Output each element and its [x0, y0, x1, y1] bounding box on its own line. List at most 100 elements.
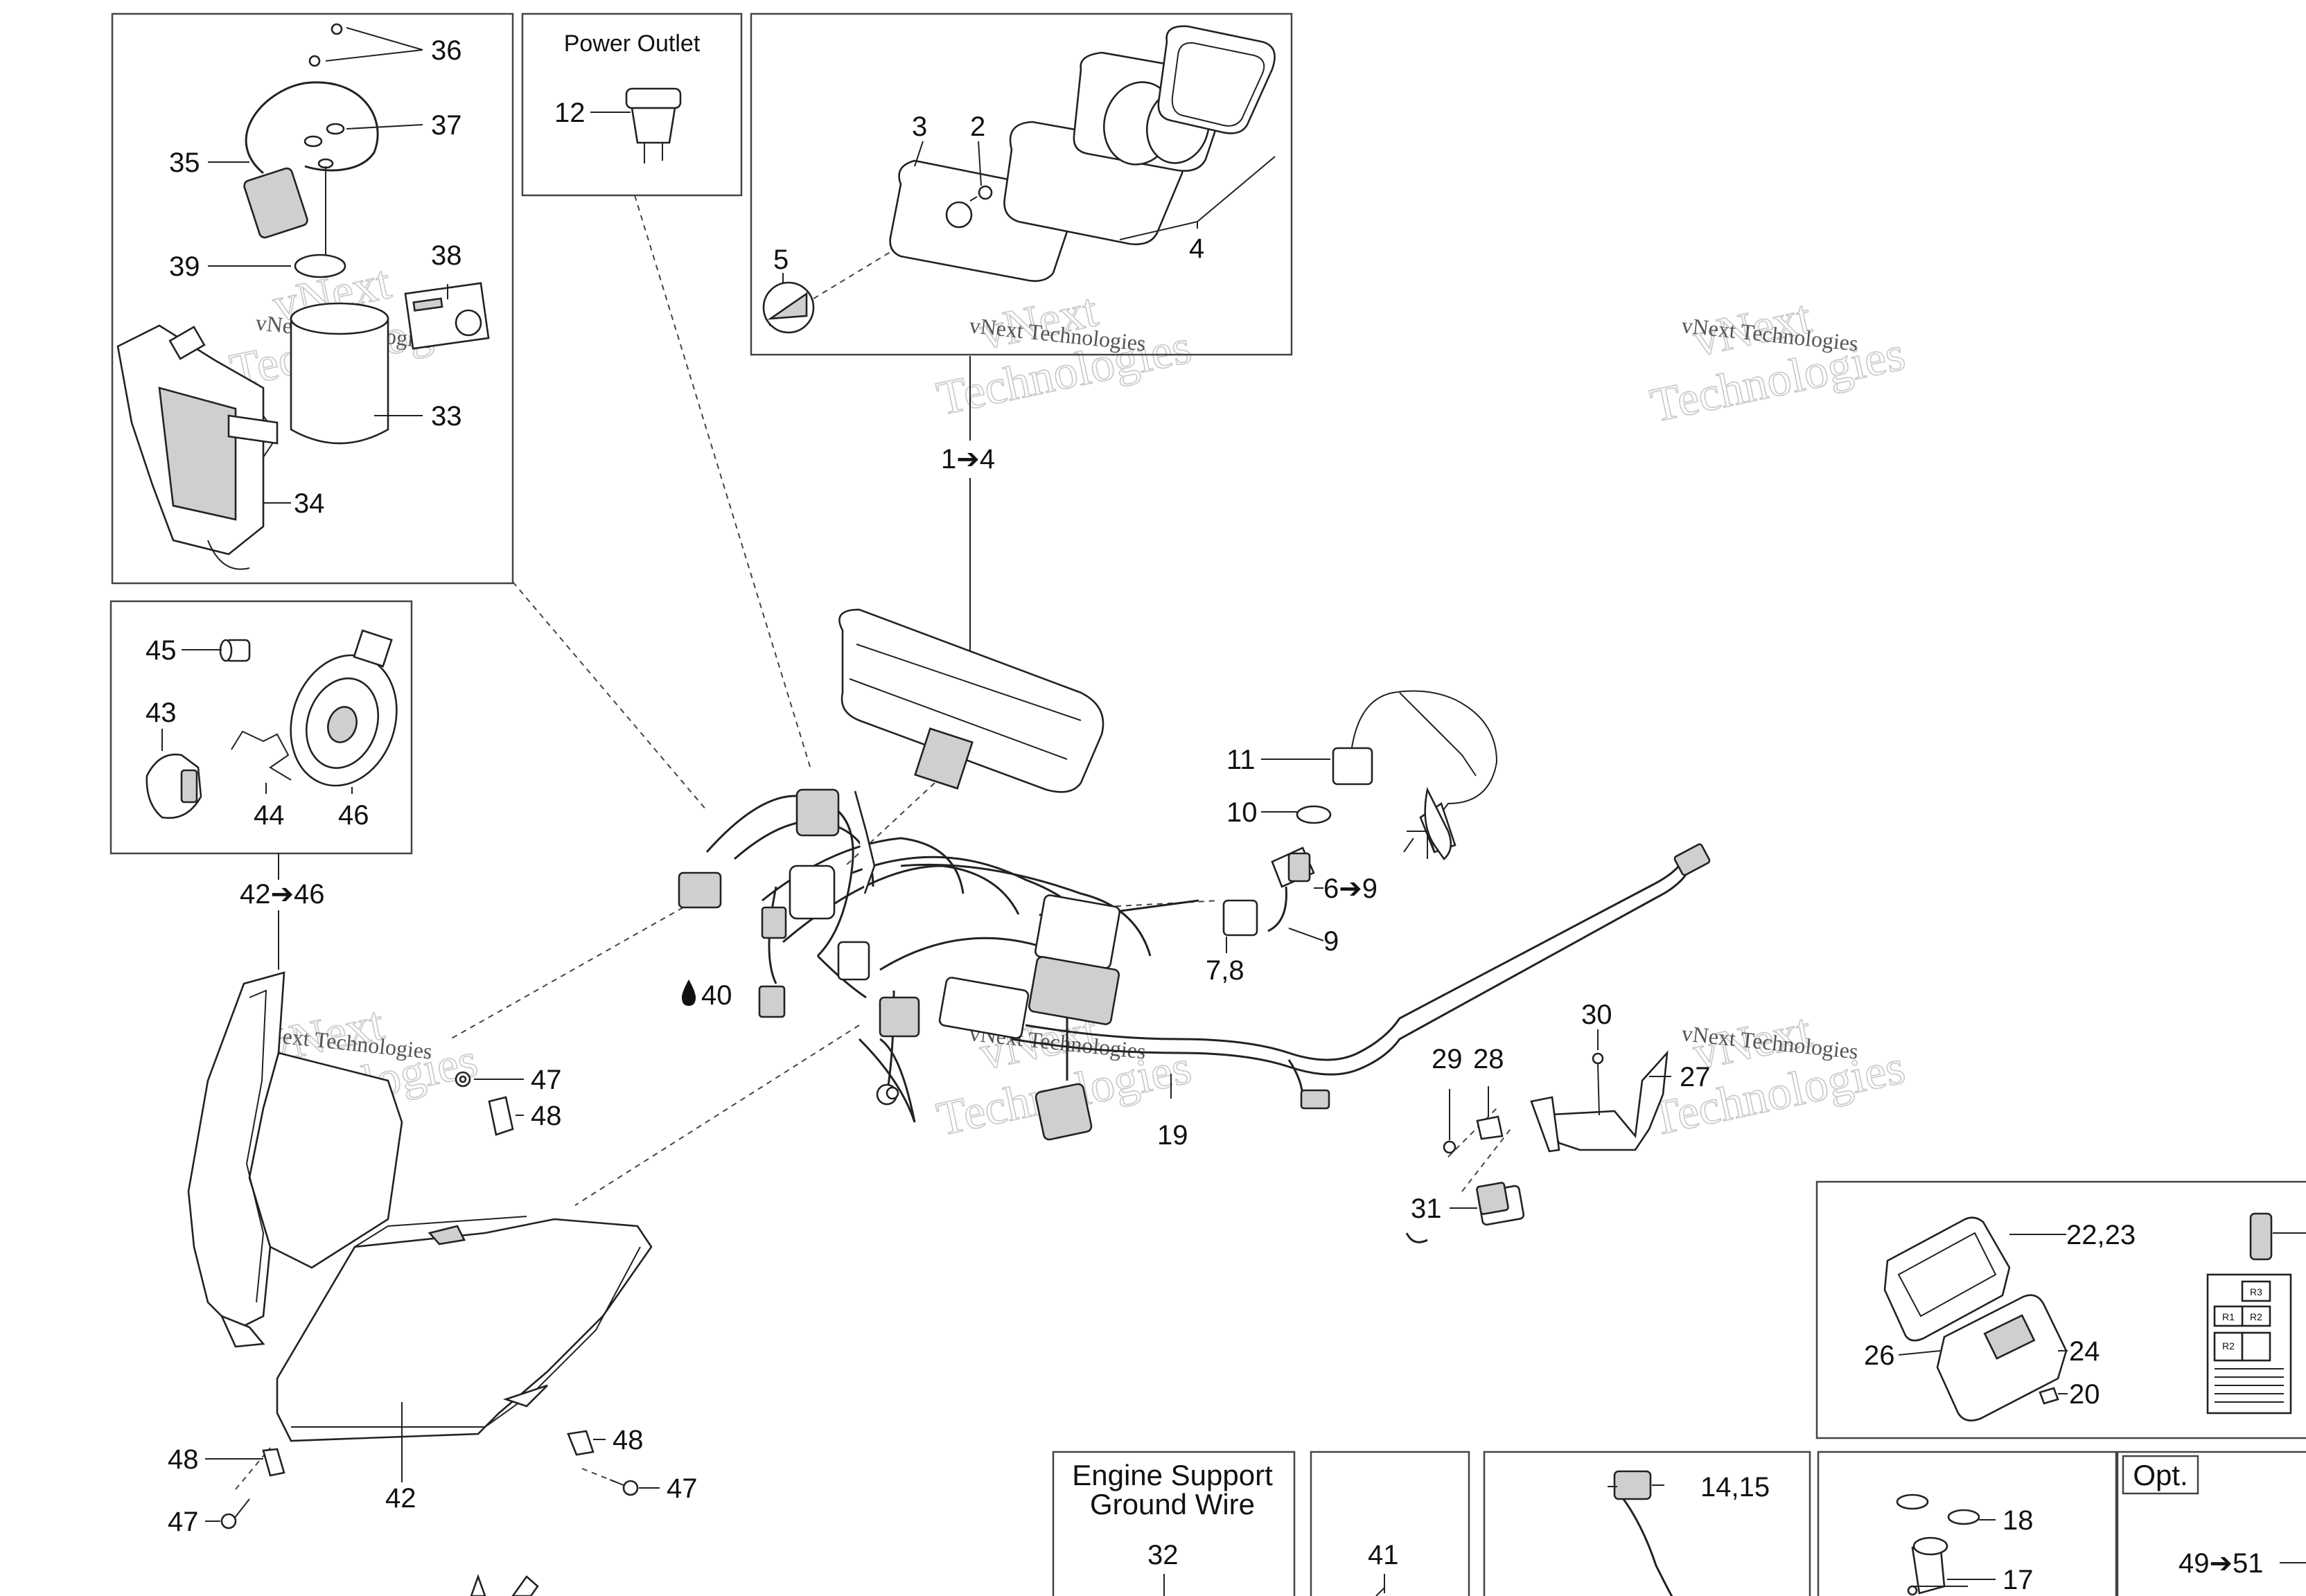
callout-4: 4 — [1189, 233, 1204, 264]
callout-1-4: 1➔4 — [941, 444, 995, 475]
callout-42: 42 — [385, 1483, 416, 1514]
connector-7-8 — [1222, 899, 1258, 937]
connector-40 — [678, 871, 722, 909]
screw-30 — [1592, 1052, 1604, 1065]
washer-18a — [1896, 1493, 1929, 1510]
callout-34: 34 — [294, 488, 325, 519]
callout-40: 40 — [701, 980, 732, 1011]
engine-support-title-line2: Ground Wire — [1090, 1488, 1255, 1520]
tether-switch-assembly — [1222, 690, 1498, 937]
callout-3: 3 — [912, 112, 927, 142]
callout-24: 24 — [2069, 1336, 2100, 1367]
headlight-housing-rear — [187, 971, 403, 1348]
screw-36a — [331, 23, 343, 35]
screw-2 — [978, 185, 993, 200]
callout-49-51: 49➔51 — [2179, 1548, 2264, 1579]
callout-33: 33 — [431, 401, 462, 432]
headlight-lens-42 — [276, 1216, 653, 1442]
callout-2: 2 — [970, 112, 985, 142]
fuse-label-1: R3 — [2250, 1286, 2262, 1297]
nut-48a — [488, 1096, 514, 1136]
screw-36b — [308, 55, 321, 67]
wiring-harness-19 — [705, 795, 1692, 1243]
clip-28 — [1476, 1115, 1504, 1140]
callout-27: 27 — [1680, 1062, 1711, 1092]
box-headlight-bulb — [109, 600, 413, 855]
callout-39: 39 — [169, 251, 200, 282]
callout-47a: 47 — [531, 1065, 562, 1095]
fuse-label-3: R1 — [2222, 1311, 2235, 1322]
power-outlet-title: Power Outlet — [564, 30, 701, 57]
callout-35: 35 — [169, 148, 200, 178]
callout-18: 18 — [2003, 1505, 2034, 1536]
callout-9: 9 — [1323, 926, 1339, 957]
box-gauge — [750, 12, 1293, 356]
callout-12: 12 — [554, 98, 586, 128]
callout-43: 43 — [146, 698, 177, 728]
fuse-box-assembly: R3 R2 R1 R2 — [1883, 1212, 2292, 1421]
callout-10: 10 — [1226, 797, 1258, 828]
callout-36: 36 — [431, 35, 462, 66]
socket-33 — [290, 317, 389, 445]
box-fuse-box — [1815, 1180, 2306, 1439]
callout-17: 17 — [2003, 1565, 2034, 1595]
box-part-14-15 — [1483, 1451, 1811, 1596]
instrument-cluster — [838, 608, 1104, 793]
callout-28: 28 — [1473, 1044, 1504, 1074]
fuse-label-4: R2 — [2222, 1340, 2235, 1351]
box-part-17-18 — [1817, 1451, 2118, 1596]
fuse-cover-22-23 — [1883, 1216, 2011, 1342]
callout-45: 45 — [146, 635, 177, 666]
callout-31: 31 — [1411, 1194, 1442, 1224]
fuse-20 — [2039, 1387, 2059, 1405]
callout-29: 29 — [1432, 1044, 1463, 1074]
callout-47c: 47 — [168, 1507, 199, 1537]
callout-37: 37 — [431, 110, 462, 141]
callout-48c: 48 — [613, 1425, 644, 1455]
clip-44 — [231, 730, 292, 781]
callout-7-8: 7,8 — [1206, 955, 1244, 986]
callout-30: 30 — [1581, 1000, 1612, 1030]
watermark-6: vNext Technologies — [1646, 1003, 1910, 1146]
callout-38: 38 — [431, 240, 462, 271]
callout-44: 44 — [254, 800, 285, 831]
gauge-assembly — [762, 25, 1276, 334]
connector-14-15 — [1613, 1470, 1652, 1500]
box-part-41 — [1310, 1451, 1470, 1596]
harness-connectors — [678, 788, 1711, 1141]
connector-35 — [243, 167, 308, 239]
watermark-3: vNext Technologies — [1646, 290, 1910, 433]
screw-47b — [220, 1513, 237, 1530]
fuse-base-24 — [1936, 1294, 2068, 1421]
callout-41: 41 — [1368, 1540, 1399, 1570]
headlight-bulb-assembly — [146, 629, 398, 819]
engine-support-title-line1: Engine Support — [1072, 1459, 1273, 1491]
accessory-socket-assembly — [116, 23, 490, 570]
washer-37b — [303, 135, 323, 148]
optional-tag: Opt. — [2133, 1459, 2188, 1491]
callout-32: 32 — [1147, 1540, 1179, 1570]
knob-11 — [1332, 747, 1373, 786]
callout-42-46: 42➔46 — [240, 879, 325, 910]
outlet-12 — [631, 107, 676, 144]
callout-26: 26 — [1864, 1340, 1895, 1371]
screw-47c — [622, 1480, 639, 1496]
drop-icon — [682, 979, 696, 1006]
washer-18b — [1947, 1509, 1980, 1525]
callout-48b: 48 — [168, 1444, 199, 1475]
box-accessory-socket — [111, 12, 514, 585]
washer-37a — [326, 123, 345, 135]
callout-47b: 47 — [667, 1473, 698, 1504]
callout-6-9: 6➔9 — [1323, 874, 1378, 904]
callout-19: 19 — [1157, 1120, 1188, 1151]
box-power-outlet — [521, 12, 743, 197]
box-optional — [2116, 1451, 2306, 1596]
nut-48b — [262, 1448, 285, 1477]
gasket-4 — [1157, 25, 1276, 134]
callout-11: 11 — [1226, 745, 1256, 775]
washer-10 — [1296, 805, 1332, 824]
screw-29 — [1443, 1140, 1456, 1154]
callout-20: 20 — [2069, 1379, 2100, 1410]
bracket-assembly — [1443, 1050, 1669, 1226]
